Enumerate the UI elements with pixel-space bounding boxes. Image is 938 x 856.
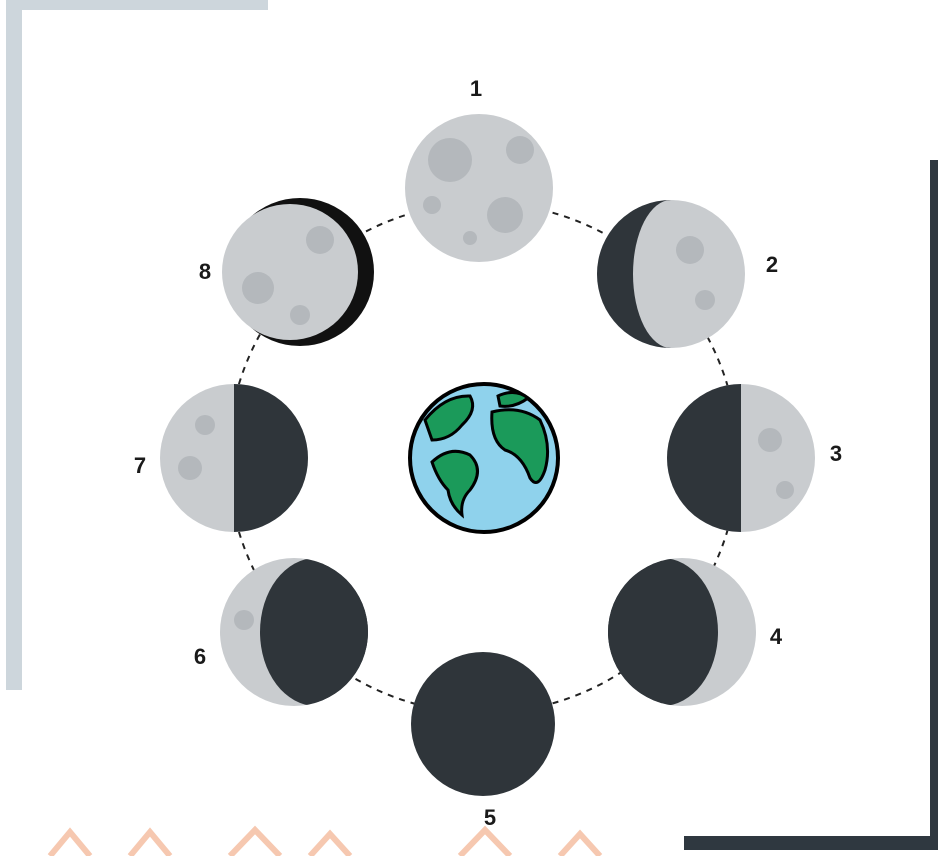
moon-phase-4	[600, 550, 756, 720]
phase-label-6: 6	[194, 644, 206, 670]
moon-phase-8	[222, 198, 374, 346]
phase-label-5: 5	[484, 805, 496, 831]
phase-label-8: 8	[199, 259, 211, 285]
moon-phase-6	[220, 550, 376, 720]
moon-phase-5	[411, 652, 555, 796]
phase-label-2: 2	[766, 252, 778, 278]
phase-label-7: 7	[134, 453, 146, 479]
phase-label-4: 4	[770, 624, 782, 650]
moon-phase-3	[660, 380, 815, 540]
moon-phase-1	[405, 114, 553, 262]
earth-icon	[410, 384, 558, 532]
moon-phase-2	[590, 190, 745, 360]
phase-label-3: 3	[830, 441, 842, 467]
moon-phase-7	[160, 380, 314, 540]
phase-label-1: 1	[470, 76, 482, 102]
